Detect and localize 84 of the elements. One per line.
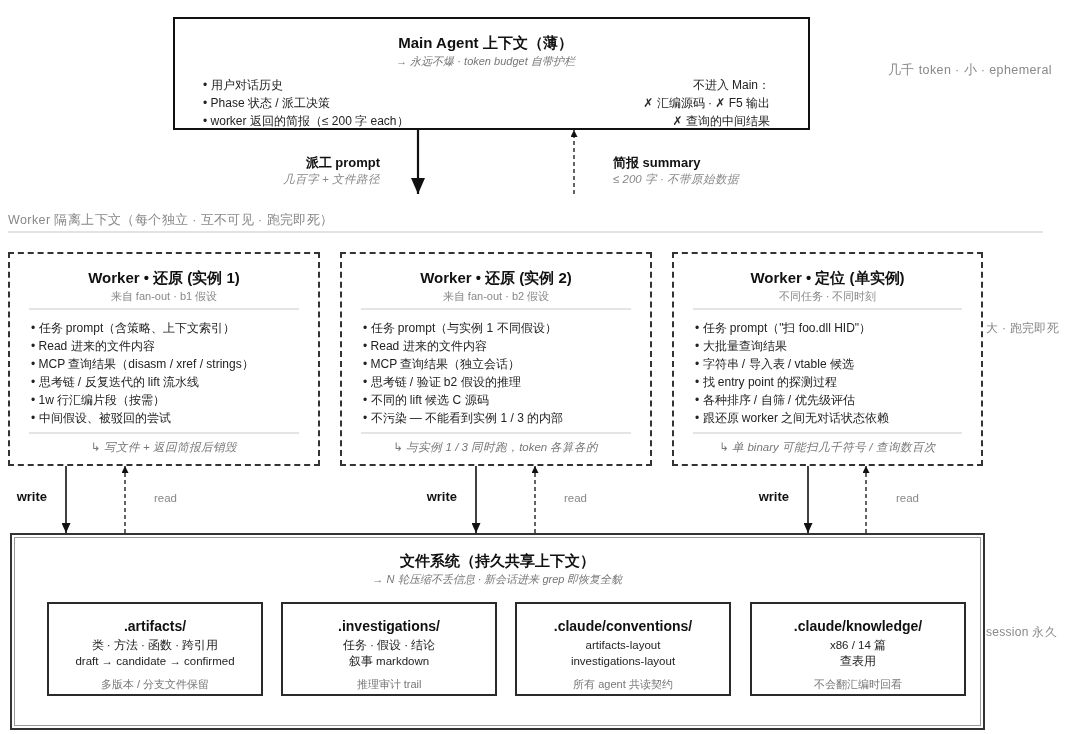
bullet-point: • worker 返回的简报（≤ 200 字 each）	[202, 113, 409, 130]
bullet-point: • 不同的 lift 候选 C 源码	[362, 392, 489, 409]
context-panel	[173, 17, 810, 130]
bullet-point: • 找 entry point 的探测过程	[694, 374, 838, 391]
dashed-arrow	[862, 465, 870, 534]
arrow	[411, 130, 425, 194]
folder-description: investigations-layout	[570, 654, 676, 669]
panel-subtitle: 不同任务 · 不同时刻	[777, 289, 878, 304]
bullet-point: • 中间假设、被驳回的尝试	[30, 410, 171, 427]
worker-context-panel	[340, 252, 652, 466]
panel-title: Worker • 还原 (实例 1)	[87, 268, 241, 288]
side-note: session 永久	[986, 624, 1058, 640]
bullet-point: • Read 进来的文件内容	[30, 338, 155, 355]
panel-title: Worker • 定位 (单实例)	[749, 268, 906, 288]
exclusion-heading: 不进入 Main：	[692, 77, 770, 94]
panel-title: Main Agent 上下文（薄）	[397, 33, 574, 53]
bullet-point: • 不污染 — 不能看到实例 1 / 3 的内部	[362, 410, 564, 427]
side-note: 大 · 跑完即死	[986, 320, 1060, 336]
edge-label: read	[154, 491, 178, 506]
folder-name: .artifacts/	[123, 617, 187, 635]
worker-context-panel	[672, 252, 983, 466]
folder-description: artifacts-layout	[585, 638, 661, 653]
edge-label: write	[16, 488, 47, 506]
section-heading: Worker 隔离上下文（每个独立 · 互不可见 · 跑完即死）	[8, 212, 334, 228]
folder-card	[515, 602, 731, 696]
bullet-point: • 跟还原 worker 之间无对话状态依赖	[694, 410, 890, 427]
panel-title: 文件系统（持久共享上下文）	[399, 551, 596, 571]
folder-name: .investigations/	[338, 617, 440, 635]
bullet-point: • 任务 prompt（与实例 1 不同假设）	[362, 320, 557, 337]
folder-note: 不会翻汇编时回看	[814, 677, 902, 692]
bullet-point: • 任务 prompt（"扫 foo.dll HID"）	[694, 320, 872, 337]
folder-name: .claude/conventions/	[553, 617, 693, 635]
folder-name: .claude/knowledge/	[793, 617, 923, 635]
folder-description: x86 / 14 篇	[829, 638, 887, 653]
panel-footnote: ↳ 单 binary 可能扫几千符号 / 查询数百次	[719, 440, 936, 455]
worker-context-panel	[8, 252, 320, 466]
bullet-point: • MCP 查询结果（独立会话）	[362, 356, 521, 373]
folder-card	[47, 602, 263, 696]
bullet-point: • 1w 行汇编片段（按需）	[30, 392, 166, 409]
panel-subtitle: 来自 fan-out · b1 假设	[109, 289, 219, 304]
folder-description: 查表用	[840, 654, 876, 669]
edge-label: read	[896, 491, 920, 506]
folder-description: 任务 · 假设 · 结论	[342, 638, 436, 653]
dashed-arrow	[121, 465, 129, 534]
edge-note: 几百字 + 文件路径	[282, 172, 380, 187]
folder-description: draft → candidate → confirmed	[75, 654, 235, 669]
bullet-point: • 思考链 / 验证 b2 假设的推理	[362, 374, 521, 391]
folder-note: 推理审计 trail	[356, 677, 422, 692]
panel-footnote: ↳ 写文件 + 返回简报后销毁	[91, 440, 237, 455]
bullet-point: • 思考链 / 反复迭代的 lift 流水线	[30, 374, 200, 391]
bullet-point: • Read 进来的文件内容	[362, 338, 487, 355]
folder-card	[281, 602, 497, 696]
dashed-arrow	[570, 129, 578, 195]
exclusion-item: ✗ 汇编源码 · ✗ F5 输出	[643, 95, 770, 112]
bullet-point: • 大批量查询结果	[694, 338, 787, 355]
bullet-point: • 字符串 / 导入表 / vtable 候选	[694, 356, 854, 373]
folder-description: 类 · 方法 · 函数 · 跨引用	[91, 638, 219, 653]
arrow	[803, 465, 813, 534]
edge-label: 简报 summary	[613, 154, 701, 172]
panel-subtitle: 来自 fan-out · b2 假设	[441, 289, 551, 304]
folder-note: 所有 agent 共读契约	[573, 677, 673, 692]
arrow	[471, 465, 481, 534]
edge-label: 派工 prompt	[305, 154, 380, 172]
bullet-point: • 用户对话历史	[202, 77, 283, 94]
edge-label: write	[426, 488, 457, 506]
panel-footnote: ↳ 与实例 1 / 3 同时跑，token 各算各的	[393, 440, 599, 455]
bullet-point: • Phase 状态 / 派工决策	[202, 95, 330, 112]
folder-description: 叙事 markdown	[348, 654, 430, 669]
bullet-point: • 各种排序 / 自筛 / 优先级评估	[694, 392, 855, 409]
edge-label: write	[758, 488, 789, 506]
arrow	[61, 465, 71, 534]
panel-title: Worker • 还原 (实例 2)	[419, 268, 573, 288]
panel-subtitle: → 永远不爆 · token budget 自带护栏	[395, 54, 577, 69]
edge-label: read	[564, 491, 588, 506]
folder-note: 多版本 / 分支文件保留	[100, 677, 210, 692]
folder-card	[750, 602, 966, 696]
side-note: 几千 token · 小 · ephemeral	[888, 62, 1052, 78]
file-system-panel	[10, 533, 985, 730]
exclusion-item: ✗ 查询的中间结果	[672, 113, 770, 130]
panel-subtitle: → N 轮压缩不丢信息 · 新会话进来 grep 即恢复全貌	[371, 572, 624, 587]
dashed-arrow	[531, 465, 539, 534]
bullet-point: • 任务 prompt（含策略、上下文索引）	[30, 320, 236, 337]
bullet-point: • MCP 查询结果（disasm / xref / strings）	[30, 356, 254, 373]
edge-note: ≤ 200 字 · 不带原始数据	[613, 172, 740, 187]
